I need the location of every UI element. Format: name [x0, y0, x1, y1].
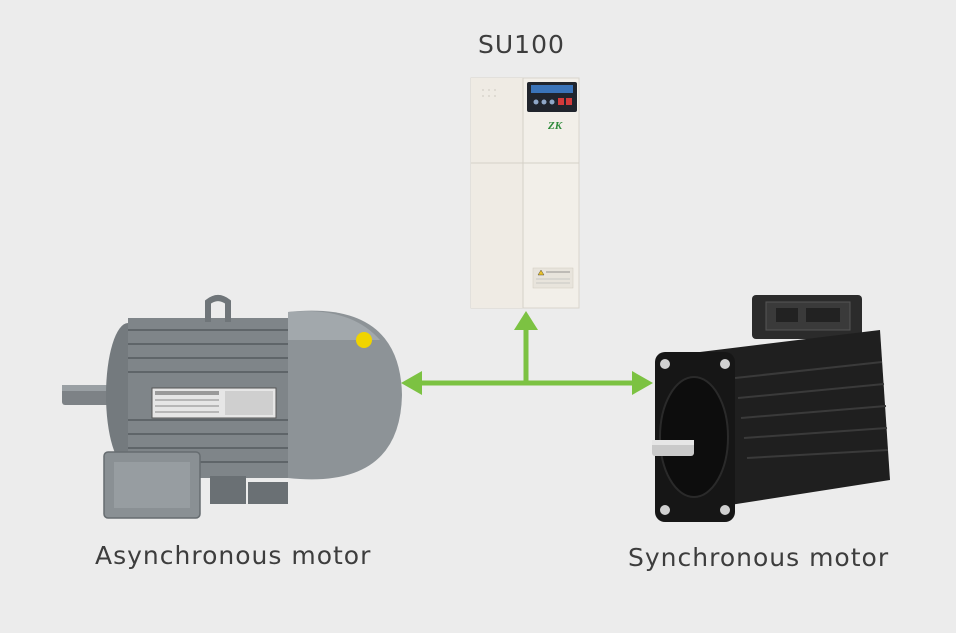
synchronous-motor-image	[652, 295, 890, 522]
drive-logo: ZK	[547, 120, 563, 132]
drive-title: SU100	[478, 30, 565, 59]
arrow-left-head	[401, 371, 422, 395]
synchronous-motor-label: Synchronous motor	[628, 543, 889, 572]
su100-drive-image: ZK	[470, 77, 580, 309]
arrow-right-head	[632, 371, 653, 395]
asynchronous-motor-label: Asynchronous motor	[95, 541, 371, 570]
connection-arrows	[401, 311, 653, 395]
asynchronous-motor-image	[62, 295, 402, 519]
arrow-up-head	[514, 311, 538, 330]
yellow-label	[356, 332, 372, 348]
